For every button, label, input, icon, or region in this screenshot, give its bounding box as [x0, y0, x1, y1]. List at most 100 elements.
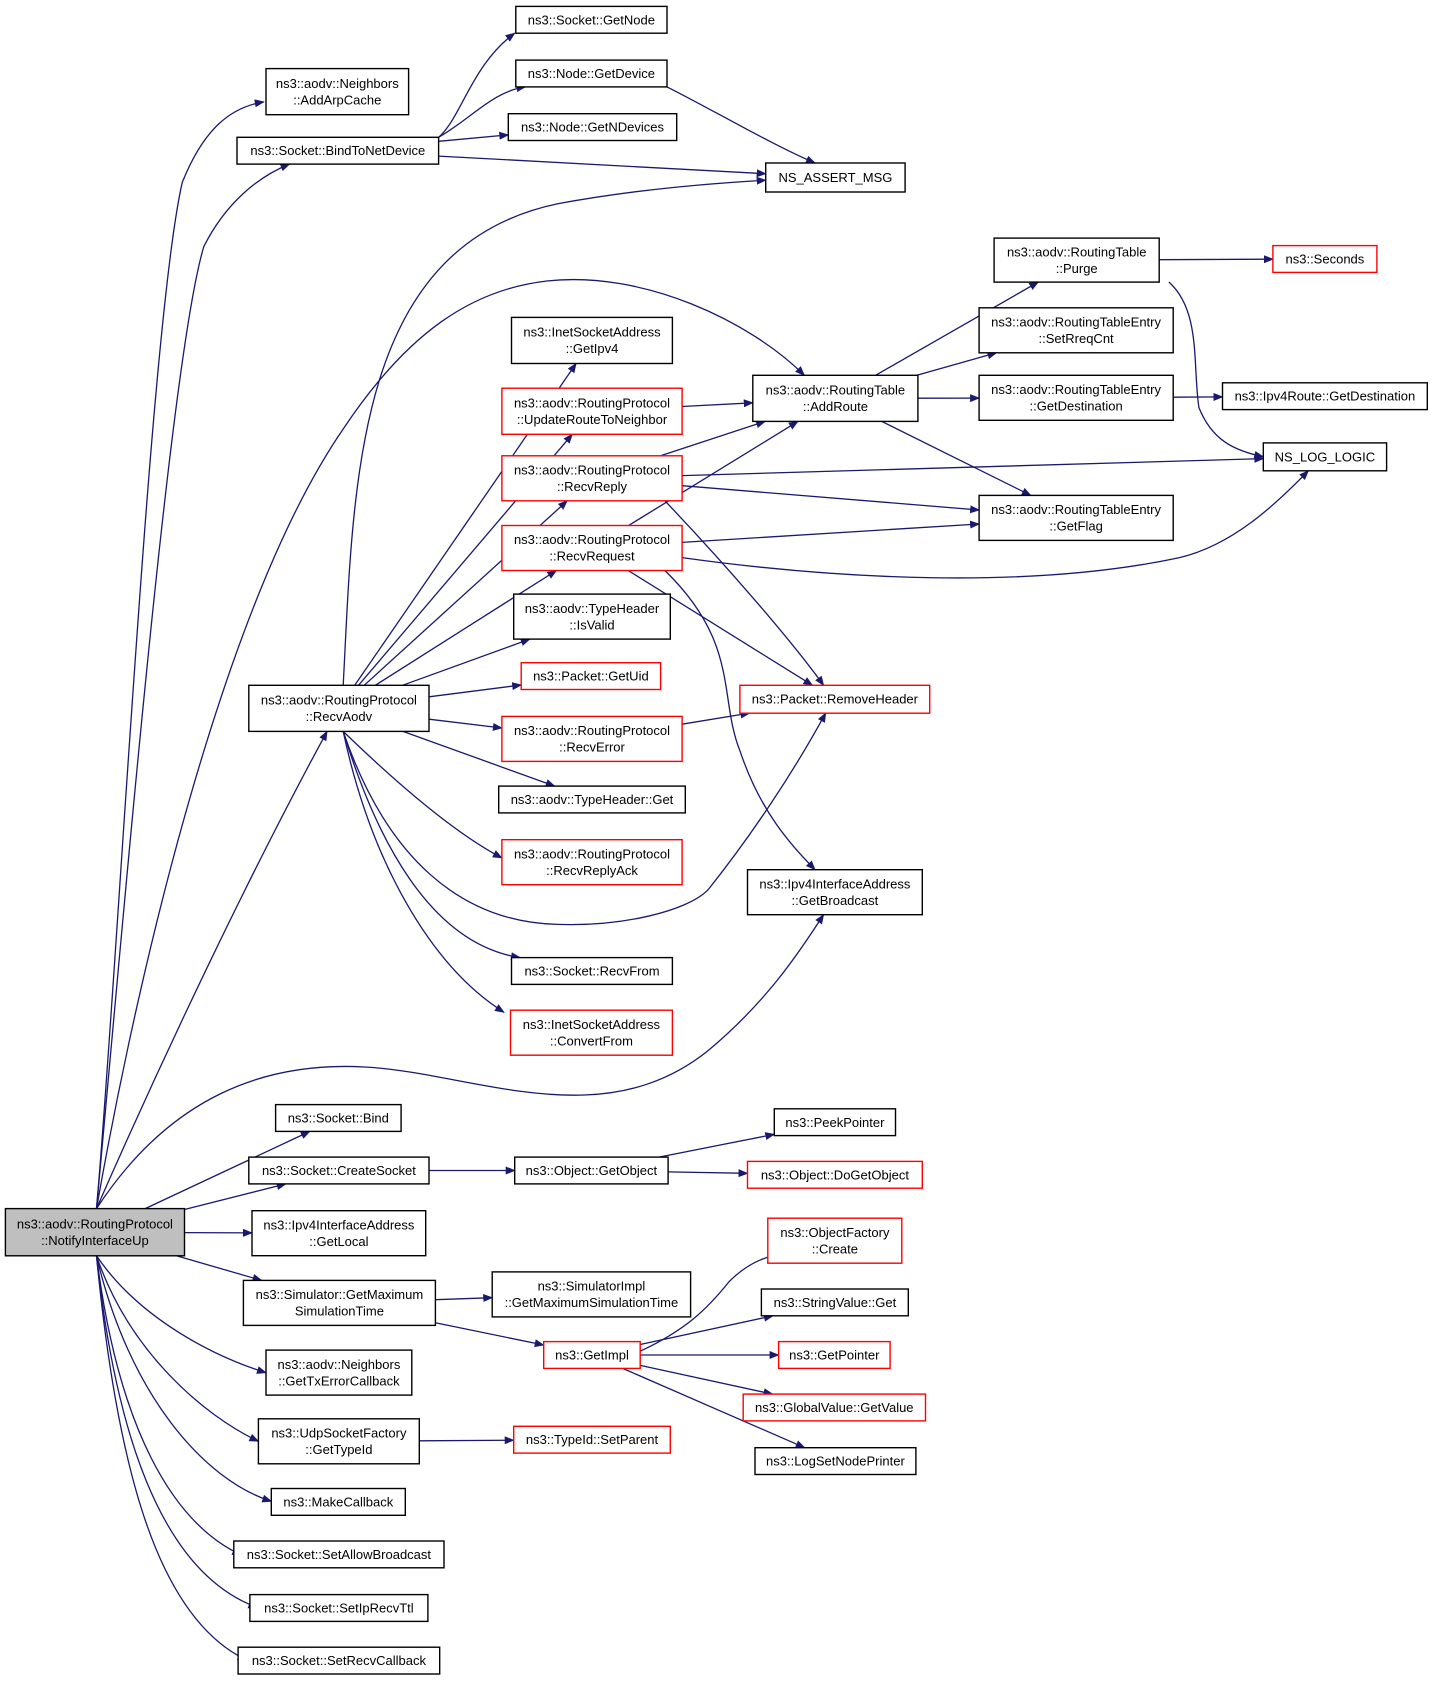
edge-simmax-to-getimpl	[435, 1322, 545, 1348]
node-seconds[interactable]: ns3::Seconds	[1272, 244, 1378, 274]
node-bind[interactable]: ns3::Socket::Bind	[274, 1103, 402, 1133]
node-getlocal[interactable]: ns3::Ipv4InterfaceAddress::GetLocal	[251, 1209, 427, 1257]
node-recvreq[interactable]: ns3::aodv::RoutingProtocol::RecvRequest	[501, 524, 683, 572]
node-box	[773, 1108, 897, 1137]
node-recvcb[interactable]: ns3::Socket::SetRecvCallback	[237, 1646, 441, 1675]
edge-recvaodv-to-assert	[342, 176, 767, 686]
node-globval[interactable]: ns3::GlobalValue::GetValue	[742, 1393, 927, 1422]
node-setparent[interactable]: ns3::TypeId::SetParent	[513, 1425, 672, 1454]
node-box	[514, 1156, 669, 1185]
node-getnode[interactable]: ns3::Socket::GetNode	[515, 5, 668, 34]
node-box	[767, 1217, 903, 1264]
node-lognode[interactable]: ns3::LogSetNodePrinter	[754, 1446, 917, 1476]
node-convfrom[interactable]: ns3::InetSocketAddress::ConvertFrom	[509, 1009, 674, 1056]
node-bindnd[interactable]: ns3::Socket::BindToNetDevice	[236, 136, 440, 165]
node-box	[742, 1393, 927, 1422]
node-box	[513, 1425, 672, 1454]
node-label-line: NS_ASSERT_MSG	[778, 170, 892, 185]
edge-addroute-to-purge	[875, 281, 1040, 376]
node-box	[746, 1160, 924, 1189]
node-label-line: ns3::Socket::SetIpRecvTtl	[264, 1601, 414, 1616]
node-recvreply[interactable]: ns3::aodv::RoutingProtocol::RecvReply	[501, 455, 683, 502]
node-dogetobj[interactable]: ns3::Object::DoGetObject	[746, 1160, 924, 1189]
node-recvack[interactable]: ns3::aodv::RoutingProtocol::RecvReplyAck	[501, 839, 683, 886]
node-getuid[interactable]: ns3::Packet::GetUid	[520, 662, 662, 691]
node-box	[543, 1340, 641, 1370]
node-makecb[interactable]: ns3::MakeCallback	[270, 1487, 406, 1516]
node-peekptr[interactable]: ns3::PeekPointer	[773, 1108, 897, 1137]
node-box	[752, 374, 919, 423]
node-recvfrom[interactable]: ns3::Socket::RecvFrom	[510, 956, 674, 986]
edge-notify-to-recvcb	[95, 1255, 248, 1661]
edge-recvaodv-to-recverr	[428, 718, 503, 731]
node-box	[507, 112, 678, 142]
node-box	[491, 1271, 692, 1318]
node-box	[270, 1487, 406, 1516]
node-simimplmax[interactable]: ns3::SimulatorImpl::GetMaximumSimulation…	[491, 1271, 692, 1318]
node-label-line: ns3::Socket::SetAllowBroadcast	[247, 1547, 432, 1562]
node-label-line: ns3::aodv::RoutingProtocol	[514, 532, 670, 547]
node-box	[4, 1207, 186, 1257]
node-label-line: ns3::aodv::RoutingProtocol	[514, 723, 670, 738]
node-objfcreate[interactable]: ns3::ObjectFactory::Create	[767, 1217, 903, 1264]
node-label-line: ::SetRreqCnt	[1039, 331, 1115, 346]
node-nslog[interactable]: NS_LOG_LOGIC	[1262, 442, 1388, 472]
node-notify[interactable]: ns3::aodv::RoutingProtocol::NotifyInterf…	[4, 1207, 186, 1257]
node-label-line: ::GetMaximumSimulationTime	[505, 1295, 679, 1310]
node-box	[236, 136, 440, 165]
node-box	[257, 1418, 420, 1465]
node-label-line: ns3::Socket::RecvFrom	[524, 964, 659, 979]
edge-recvreq-to-rmheader	[627, 569, 814, 686]
node-label-line: ns3::aodv::RoutingProtocol	[514, 847, 670, 862]
edge-notify-to-createsock	[184, 1182, 287, 1211]
node-getptr[interactable]: ns3::GetPointer	[777, 1340, 891, 1370]
node-addroute[interactable]: ns3::aodv::RoutingTable::AddRoute	[752, 374, 919, 423]
edge-notify-to-simmax	[176, 1255, 263, 1282]
node-thget[interactable]: ns3::aodv::TypeHeader::Get	[498, 785, 687, 814]
node-rmheader[interactable]: ns3::Packet::RemoveHeader	[739, 684, 931, 714]
node-getflag[interactable]: ns3::aodv::RoutingTableEntry::GetFlag	[978, 494, 1174, 542]
edge-notify-to-allowbc	[95, 1255, 243, 1556]
node-box	[513, 593, 672, 640]
node-label-line: ::Purge	[1056, 261, 1098, 276]
edge-recvaodv-to-recvreq	[374, 569, 558, 686]
node-ipv4dest[interactable]: ns3::Ipv4Route::GetDestination	[1221, 382, 1429, 411]
node-getdest[interactable]: ns3::aodv::RoutingTableEntry::GetDestina…	[978, 374, 1174, 421]
node-updroute[interactable]: ns3::aodv::RoutingProtocol::UpdateRouteT…	[501, 387, 683, 436]
node-setrreq[interactable]: ns3::aodv::RoutingTableEntry::SetRreqCnt	[978, 307, 1174, 354]
node-getndev[interactable]: ns3::Node::GetNDevices	[507, 112, 678, 142]
node-iprecvttl[interactable]: ns3::Socket::SetIpRecvTtl	[249, 1593, 429, 1623]
node-label-line: ::ConvertFrom	[550, 1034, 633, 1049]
node-txerr[interactable]: ns3::aodv::Neighbors::GetTxErrorCallback	[265, 1349, 413, 1396]
node-box	[765, 162, 906, 193]
node-label-line: ns3::Ipv4InterfaceAddress	[263, 1218, 415, 1233]
node-recvaodv[interactable]: ns3::aodv::RoutingProtocol::RecvAodv	[248, 684, 430, 733]
node-box	[501, 715, 683, 763]
node-getbcast[interactable]: ns3::Ipv4InterfaceAddress::GetBroadcast	[746, 869, 924, 916]
node-isvalid[interactable]: ns3::aodv::TypeHeader::IsValid	[513, 593, 672, 640]
node-getimpl[interactable]: ns3::GetImpl	[543, 1340, 641, 1370]
node-recverr[interactable]: ns3::aodv::RoutingProtocol::RecvError	[501, 715, 683, 763]
node-addarp[interactable]: ns3::aodv::Neighbors::AddArpCache	[265, 67, 410, 116]
node-label-line: ns3::TypeId::SetParent	[526, 1432, 659, 1447]
node-label-line: ns3::Object::DoGetObject	[761, 1167, 910, 1182]
node-createsock[interactable]: ns3::Socket::CreateSocket	[248, 1156, 430, 1185]
node-udptype[interactable]: ns3::UdpSocketFactory::GetTypeId	[257, 1418, 420, 1465]
node-getobj[interactable]: ns3::Object::GetObject	[514, 1156, 669, 1185]
edge-purge-to-seconds	[1159, 255, 1274, 264]
edge-notify-to-makecb	[95, 1255, 273, 1503]
node-allowbc[interactable]: ns3::Socket::SetAllowBroadcast	[233, 1540, 445, 1569]
node-label-line: ns3::Socket::GetNode	[528, 12, 655, 27]
edge-recvreply-to-getflag	[681, 485, 981, 514]
node-assert[interactable]: NS_ASSERT_MSG	[765, 162, 906, 193]
node-box	[978, 374, 1174, 421]
node-simmax[interactable]: ns3::Simulator::GetMaximumSimulationTime	[242, 1279, 437, 1327]
node-strvalget[interactable]: ns3::StringValue::Get	[760, 1288, 910, 1317]
node-purge[interactable]: ns3::aodv::RoutingTable::Purge	[993, 237, 1160, 283]
node-getdev[interactable]: ns3::Node::GetDevice	[515, 59, 668, 88]
node-label-line: ns3::aodv::RoutingTableEntry	[991, 502, 1161, 517]
node-getipv4[interactable]: ns3::InetSocketAddress::GetIpv4	[510, 316, 674, 365]
node-label-line: ns3::aodv::RoutingProtocol	[17, 1216, 173, 1231]
node-label-line: ns3::aodv::Neighbors	[277, 1357, 400, 1372]
node-label-line: ns3::Node::GetNDevices	[521, 120, 665, 135]
